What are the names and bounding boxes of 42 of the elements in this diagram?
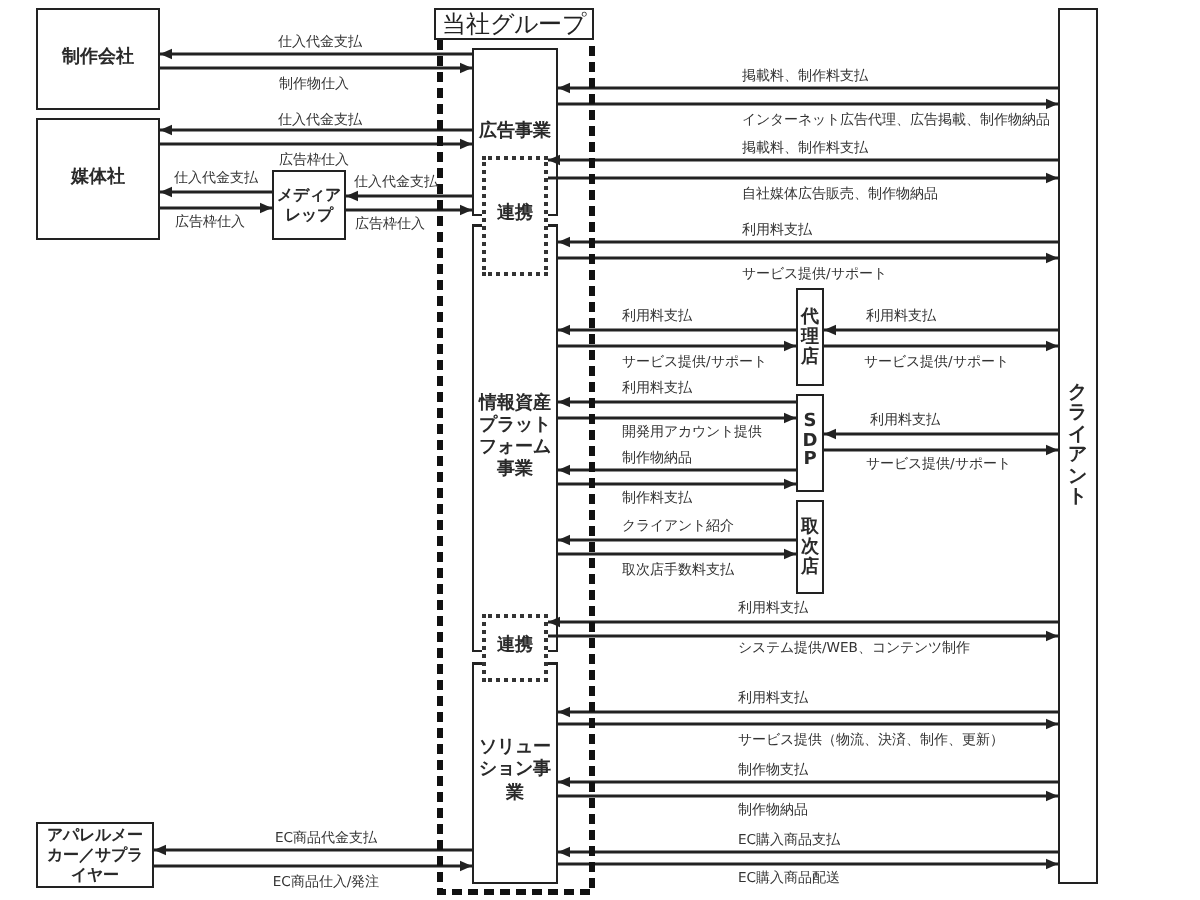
entity-box: SDP (796, 394, 824, 492)
arrow (558, 718, 1058, 730)
entity-box: 取次店 (796, 500, 824, 594)
arrow (824, 428, 1058, 440)
arrow (558, 396, 796, 408)
arrow (558, 790, 1058, 802)
arrow (558, 478, 796, 490)
entity-box: 代理店 (796, 288, 824, 386)
entity-box: アパレルメーカー／サプライヤー (36, 822, 154, 888)
entity-box: 制作会社 (36, 8, 160, 110)
arrow (346, 190, 472, 202)
arrow (160, 202, 272, 214)
arrow (558, 412, 796, 424)
arrow (558, 464, 796, 476)
arrow (160, 124, 472, 136)
arrow (824, 324, 1058, 336)
arrow (160, 138, 472, 150)
entity-box: ソリューション事業 (472, 662, 558, 884)
arrow (160, 62, 472, 74)
arrow (558, 324, 796, 336)
arrow (824, 340, 1058, 352)
arrow (558, 846, 1058, 858)
arrow (154, 860, 472, 872)
arrow (824, 444, 1058, 456)
arrow (558, 82, 1058, 94)
arrow (558, 252, 1058, 264)
entity-box: クライアント (1058, 8, 1098, 884)
group-heading: 当社グループ (434, 8, 594, 40)
arrow (558, 776, 1058, 788)
arrow (160, 186, 272, 198)
arrow (160, 48, 472, 60)
arrow (558, 548, 796, 560)
arrow (558, 706, 1058, 718)
arrow (558, 858, 1058, 870)
entity-box: 媒体社 (36, 118, 160, 240)
arrow (154, 844, 472, 856)
arrow (558, 534, 796, 546)
arrow (558, 236, 1058, 248)
arrow (558, 340, 796, 352)
entity-box: メディアレップ (272, 170, 346, 240)
arrow (346, 204, 472, 216)
arrow (558, 98, 1058, 110)
